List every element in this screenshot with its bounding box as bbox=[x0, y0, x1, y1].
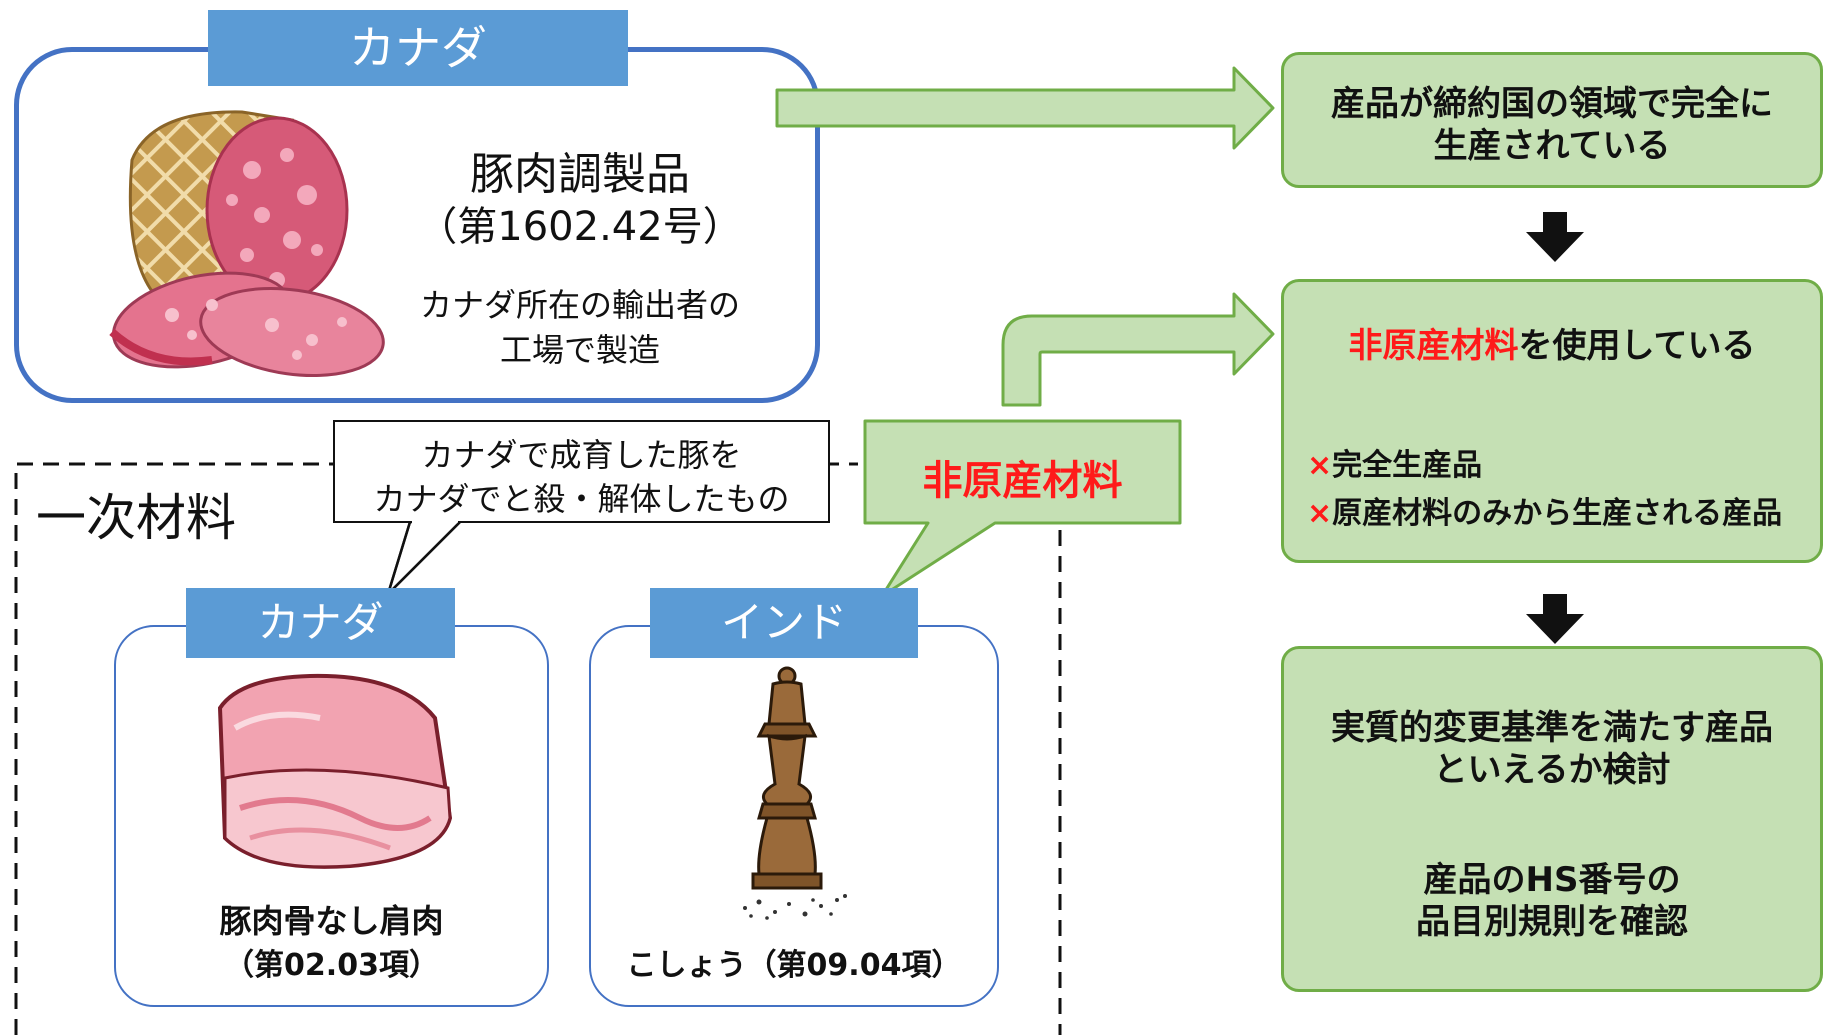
flow-box2-heading: 非原産材料を使用している bbox=[1281, 318, 1823, 367]
x-mark-icon: × bbox=[1307, 448, 1333, 483]
x-mark-icon: × bbox=[1307, 496, 1333, 531]
flow-box1-line2: 生産されている bbox=[1433, 126, 1671, 166]
salami-illustration bbox=[109, 110, 385, 378]
callout-line2: カナダでと殺・解体したもの bbox=[373, 480, 790, 518]
flow-box2-item2: ×原産材料のみから生産される産品 bbox=[1307, 488, 1782, 532]
non-origin-callout-text: 非原産材料 bbox=[922, 458, 1123, 504]
pork-shoulder-illustration bbox=[217, 673, 453, 869]
down-arrow-3 bbox=[1526, 594, 1584, 644]
product-hs-code: （第1602.42号） bbox=[417, 204, 743, 250]
flow-box3-line3: 産品のHS番号の bbox=[1423, 860, 1681, 900]
flow-box2-heading-red: 非原産材料 bbox=[1348, 326, 1519, 366]
product-maker-line2: 工場で製造 bbox=[499, 331, 660, 369]
flow-box-non-origin bbox=[1281, 279, 1823, 563]
arrow-to-box2 bbox=[1001, 292, 1275, 407]
product-name: 豚肉調製品 bbox=[470, 149, 690, 200]
flow-box3-line1: 実質的変更基準を満たす産品 bbox=[1331, 708, 1773, 748]
callout-line1: カナダで成育した豚を bbox=[421, 436, 742, 474]
pepper-country-tag: インド bbox=[650, 588, 918, 658]
flow-box2-item1: ×完全生産品 bbox=[1307, 440, 1482, 484]
flow-box3-line2: といえるか検討 bbox=[1433, 750, 1671, 790]
flow-box2-item2-text: 原産材料のみから生産される産品 bbox=[1332, 496, 1783, 531]
arrow-to-box1 bbox=[775, 66, 1275, 150]
flow-box2-item1-text: 完全生産品 bbox=[1332, 448, 1483, 483]
down-arrow-1 bbox=[1526, 212, 1584, 262]
pork-name: 豚肉骨なし肩肉 bbox=[219, 902, 444, 940]
product-country-tag: カナダ bbox=[208, 10, 628, 86]
flow-box-substantial-change bbox=[1281, 646, 1823, 992]
pepper-name: こしょう（第09.04項） bbox=[626, 948, 962, 983]
flow-box1-line1: 産品が締約国の領域で完全に bbox=[1331, 84, 1773, 124]
materials-title: 一次材料 bbox=[36, 489, 236, 547]
flow-box-wholly-obtained bbox=[1281, 52, 1823, 188]
canada-callout bbox=[333, 420, 830, 523]
flow-box3-line4: 品目別規則を確認 bbox=[1416, 902, 1688, 942]
pork-country-tag: カナダ bbox=[186, 588, 455, 658]
flow-box2-heading-rest: を使用している bbox=[1518, 326, 1756, 366]
product-maker-line1: カナダ所在の輸出者の bbox=[419, 286, 740, 324]
pork-hs-code: （第02.03項） bbox=[224, 948, 439, 983]
pepper-mill-illustration bbox=[743, 666, 847, 920]
